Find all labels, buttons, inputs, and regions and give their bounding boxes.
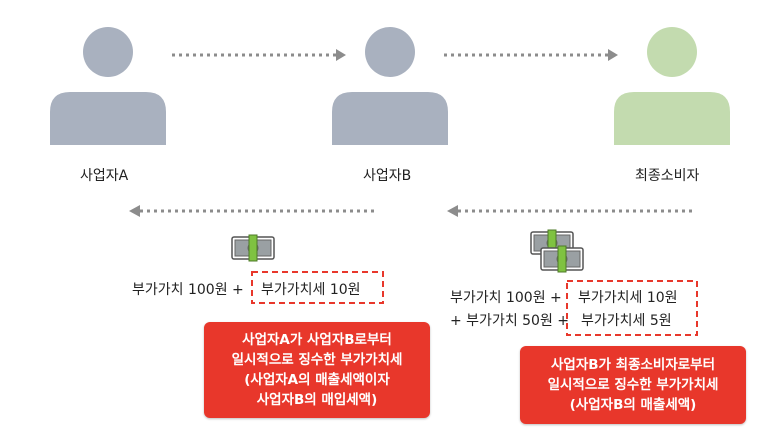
person-b-label: 사업자B [363, 168, 412, 184]
person-a-icon [50, 27, 166, 145]
note-line: 사업자B의 매입세액) [256, 392, 378, 408]
right-line2-base: + 부가가치 50원 + [450, 313, 570, 329]
consumer-label: 최종소비자 [635, 168, 700, 184]
money-icon [231, 234, 275, 262]
note-line: 사업자B가 최종소비자로부터 [550, 357, 716, 373]
right-line1-tax: 부가가치세 10원 [578, 290, 678, 306]
right-note-box: 사업자B가 최종소비자로부터 일시적으로 징수한 부가가치세 (사업자B의 매출… [520, 346, 746, 424]
arrow-a-to-b [172, 49, 346, 61]
right-line1-base: 부가가치 100원 + [450, 290, 562, 306]
money-stack-icon [530, 229, 584, 273]
note-line: (사업자A의 매출세액이자 [244, 372, 390, 388]
person-b-icon [332, 27, 448, 145]
right-line2-tax: 부가가치세 5원 [581, 313, 672, 329]
note-line: 일시적으로 징수한 부가가치세 [547, 377, 719, 393]
tax-highlight-left [251, 271, 384, 304]
note-line: (사업자B의 매출세액) [569, 397, 697, 413]
tax-highlight-right [566, 280, 698, 336]
note-line: 일시적으로 징수한 부가가치세 [231, 352, 403, 368]
arrow-consumer-to-b [447, 205, 696, 217]
arrow-b-to-a [129, 205, 378, 217]
person-a-label: 사업자A [80, 168, 129, 184]
arrow-b-to-consumer [444, 49, 618, 61]
consumer-icon [614, 27, 730, 145]
note-line: 사업자A가 사업자B로부터 [242, 332, 392, 348]
left-amount-base: 부가가치 100원 + [132, 282, 244, 298]
left-amount-tax: 부가가치세 10원 [261, 282, 361, 298]
left-note-box: 사업자A가 사업자B로부터 일시적으로 징수한 부가가치세 (사업자A의 매출세… [204, 322, 430, 418]
